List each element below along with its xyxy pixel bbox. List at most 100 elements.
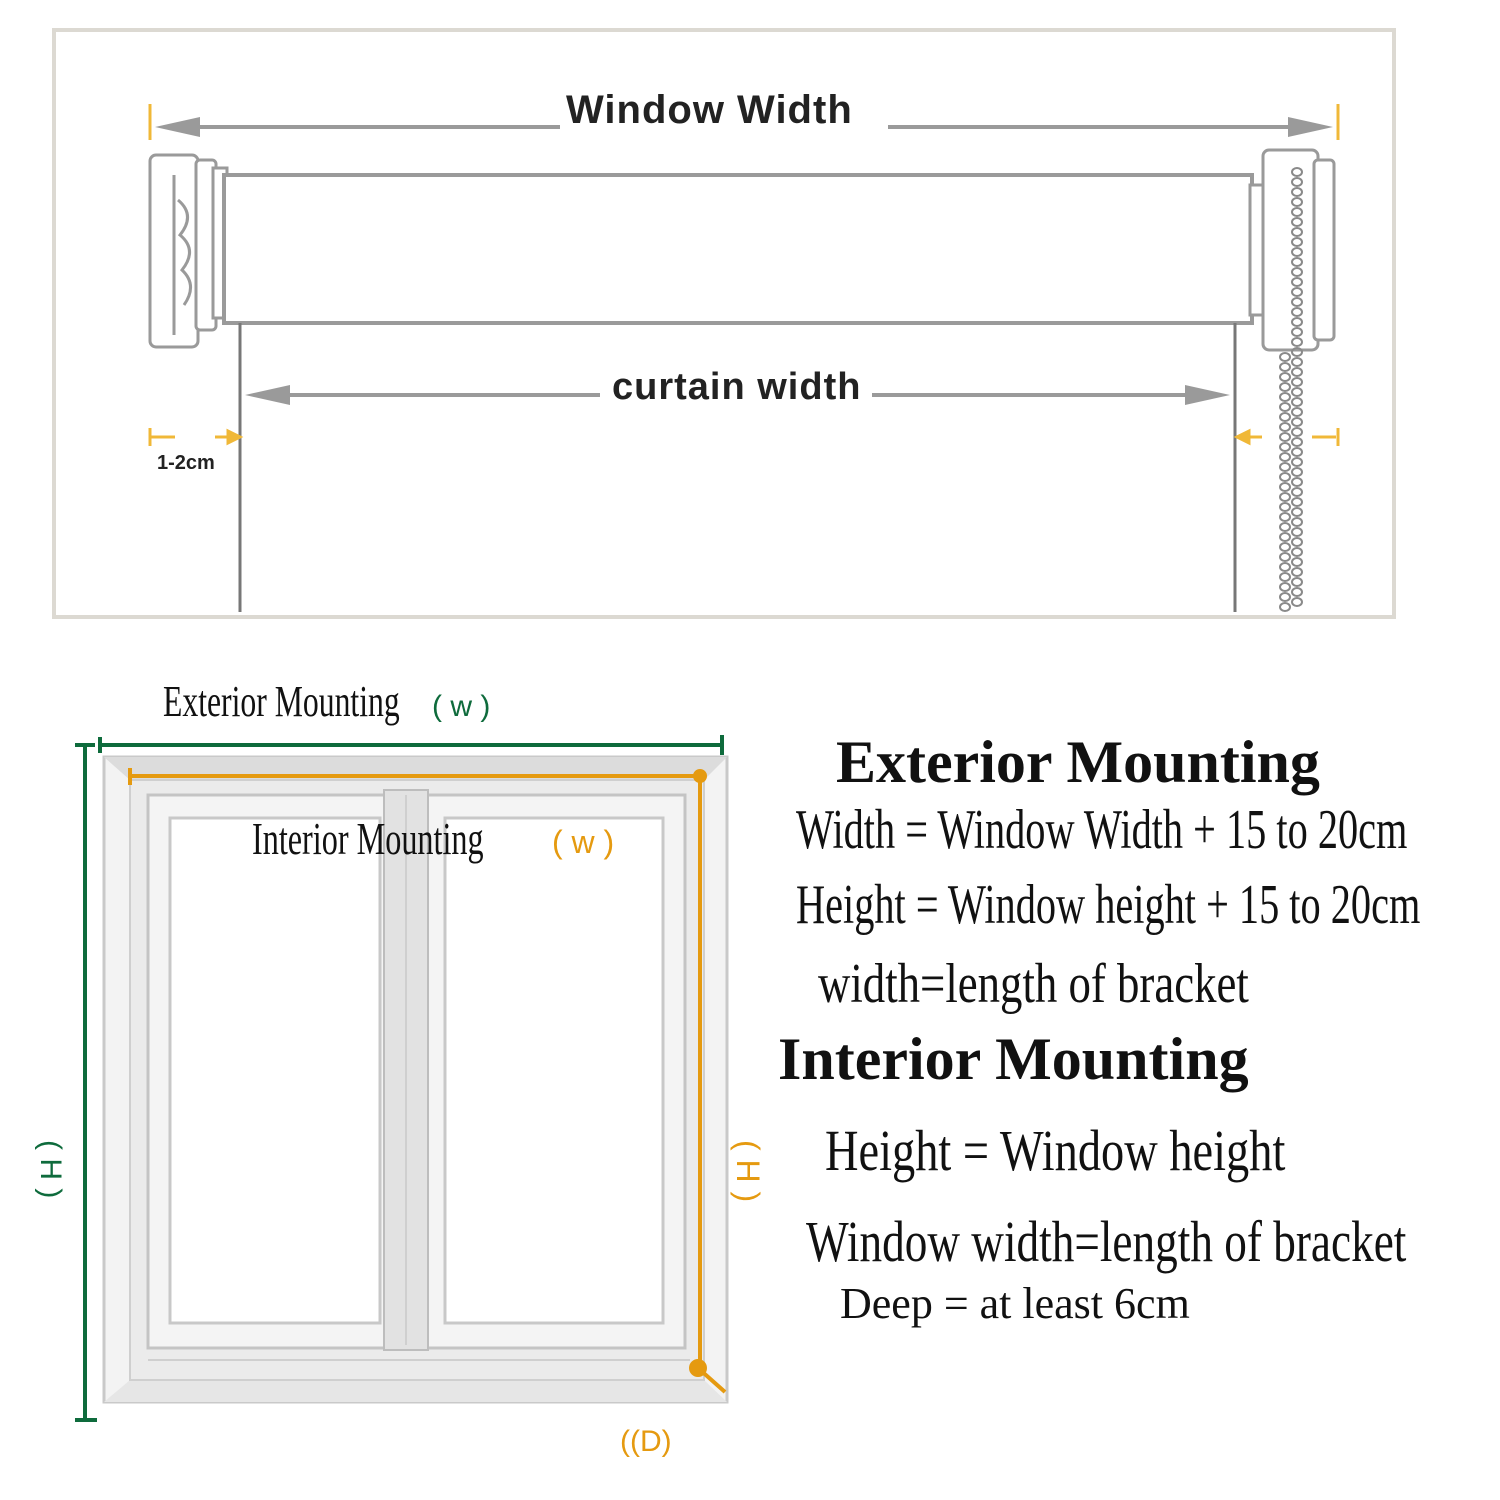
exterior-width-formula: Width = Window Width + 15 to 20cm	[796, 799, 1408, 861]
chain-bead	[1291, 377, 1303, 387]
chain-bead	[1279, 552, 1291, 562]
chain-bead	[1291, 287, 1303, 297]
chain-bead	[1291, 247, 1303, 257]
interior-w-marker: ( w )	[552, 824, 615, 860]
chain-bead	[1291, 307, 1303, 317]
chain-bead	[1291, 357, 1303, 367]
exterior-width-label: Exterior Mounting	[163, 677, 400, 726]
chain-bead	[1291, 337, 1303, 347]
chain-bead	[1291, 477, 1303, 487]
chain-bead	[1279, 472, 1291, 482]
exterior-bracket-formula: width=length of bracket	[818, 953, 1249, 1015]
exterior-height-line	[75, 743, 97, 1422]
interior-deep-formula: Deep = at least 6cm	[840, 1279, 1190, 1328]
interior-height-marker: ( H )	[730, 1140, 766, 1203]
chain-bead	[1279, 522, 1291, 532]
chain-bead	[1291, 437, 1303, 447]
curtain-width-label: curtain width	[612, 366, 862, 408]
exterior-w-marker: ( w )	[432, 690, 491, 723]
chain-bead	[1291, 167, 1303, 177]
chain-bead	[1291, 557, 1303, 567]
left-bracket	[148, 153, 229, 349]
chain-bead	[1291, 577, 1303, 587]
exterior-width-line	[98, 735, 724, 755]
window-width-arrow	[148, 104, 1340, 140]
chain-bead	[1291, 187, 1303, 197]
chain-bead	[1279, 462, 1291, 472]
chain-bead	[1279, 402, 1291, 412]
chain-bead	[1279, 422, 1291, 432]
chain-bead	[1291, 347, 1303, 357]
chain-bead	[1279, 582, 1291, 592]
chain-bead	[1291, 177, 1303, 187]
chain-bead	[1279, 492, 1291, 502]
chain-bead	[1291, 447, 1303, 457]
chain-bead	[1291, 237, 1303, 247]
chain-bead	[1279, 392, 1291, 402]
roller-tube	[222, 173, 1254, 325]
chain-bead	[1291, 427, 1303, 437]
chain-bead	[1291, 457, 1303, 467]
chain-bead	[1279, 592, 1291, 602]
interior-height-formula: Height = Window height	[825, 1118, 1286, 1183]
bead-chain	[1279, 167, 1303, 612]
chain-bead	[1291, 327, 1303, 337]
chain-bead	[1279, 562, 1291, 572]
chain-bead	[1279, 352, 1291, 362]
chain-bead	[1291, 227, 1303, 237]
chain-bead	[1291, 207, 1303, 217]
interior-mounting-heading: Interior Mounting	[778, 1026, 1249, 1092]
chain-bead	[1291, 297, 1303, 307]
depth-marker: ((D)	[620, 1425, 672, 1458]
chain-bead	[1291, 547, 1303, 557]
chain-bead	[1291, 267, 1303, 277]
chain-bead	[1291, 497, 1303, 507]
chain-bead	[1291, 597, 1303, 607]
chain-bead	[1291, 527, 1303, 537]
chain-bead	[1279, 372, 1291, 382]
chain-bead	[1279, 452, 1291, 462]
chain-bead	[1291, 537, 1303, 547]
chain-bead	[1291, 217, 1303, 227]
curtain-width-arrow	[245, 385, 1230, 405]
window-width-label: Window Width	[566, 88, 853, 132]
chain-bead	[1291, 507, 1303, 517]
chain-bead	[1279, 382, 1291, 392]
chain-bead	[1291, 417, 1303, 427]
gap-marker-right	[1233, 428, 1340, 446]
exterior-mounting-heading: Exterior Mounting	[836, 729, 1320, 795]
chain-bead	[1279, 482, 1291, 492]
chain-bead	[1291, 317, 1303, 327]
chain-bead	[1291, 467, 1303, 477]
chain-bead	[1291, 277, 1303, 287]
chain-bead	[1291, 257, 1303, 267]
gap-label: 1-2cm	[157, 452, 215, 474]
interior-width-label: Interior Mounting	[252, 813, 484, 864]
gap-marker-left	[148, 428, 244, 446]
right-bracket	[1248, 148, 1336, 352]
chain-bead	[1279, 362, 1291, 372]
chain-bead	[1291, 367, 1303, 377]
chain-bead	[1291, 487, 1303, 497]
chain-bead	[1291, 387, 1303, 397]
chain-bead	[1279, 442, 1291, 452]
chain-bead	[1291, 407, 1303, 417]
chain-bead	[1279, 532, 1291, 542]
window-frame	[102, 755, 729, 1404]
chain-bead	[1291, 587, 1303, 597]
chain-bead	[1291, 197, 1303, 207]
exterior-height-marker: ( H )	[34, 1140, 67, 1199]
chain-bead	[1279, 602, 1291, 612]
exterior-height-formula: Height = Window height + 15 to 20cm	[796, 874, 1421, 936]
interior-measure-lines	[128, 768, 727, 1394]
chain-bead	[1279, 502, 1291, 512]
chain-bead	[1279, 542, 1291, 552]
chain-bead	[1291, 397, 1303, 407]
chain-bead	[1291, 517, 1303, 527]
chain-bead	[1279, 572, 1291, 582]
chain-bead	[1279, 512, 1291, 522]
interior-bracket-formula: Window width=length of bracket	[806, 1209, 1407, 1274]
chain-bead	[1291, 567, 1303, 577]
chain-bead	[1279, 412, 1291, 422]
